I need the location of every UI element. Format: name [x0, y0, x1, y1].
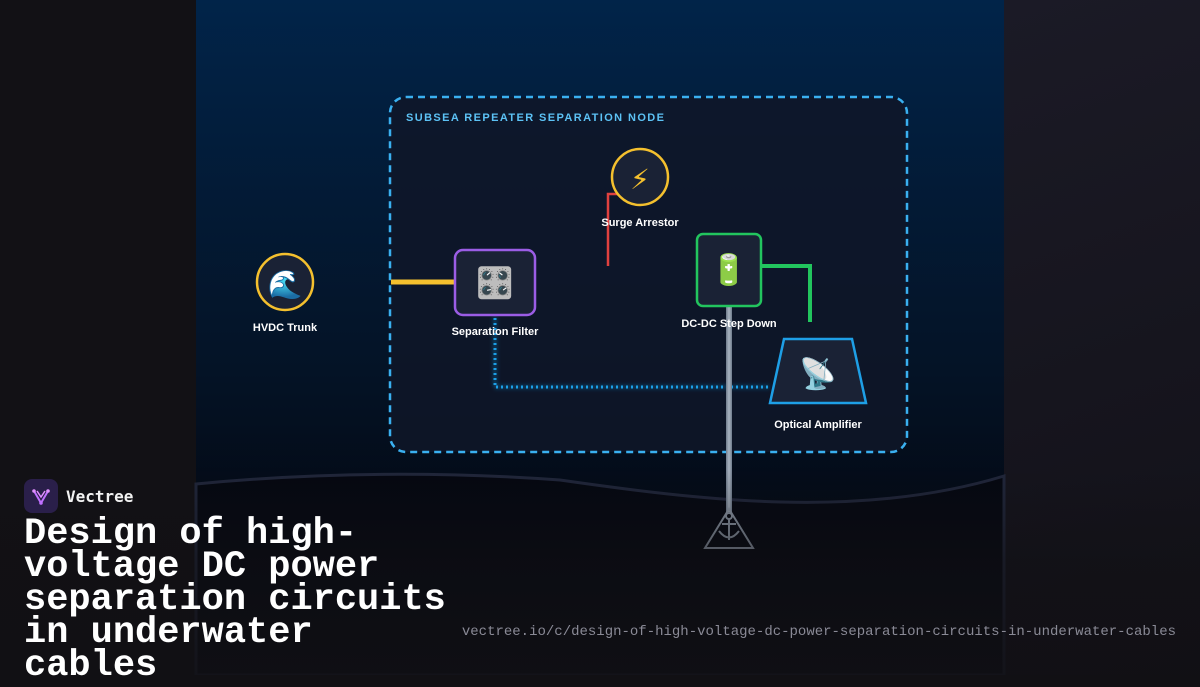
surge-arrestor-node[interactable]: ⚡ Surge Arrestor [601, 147, 679, 229]
node-group-label: SUBSEA REPEATER SEPARATION NODE [406, 112, 665, 124]
page-url[interactable]: vectree.io/c/design-of-high-voltage-dc-p… [461, 624, 1176, 640]
optical-amplifier-label: Optical Amplifier [774, 419, 862, 431]
optical-amplifier-node[interactable]: 📡 Optical Amplifier [768, 337, 868, 431]
dc-dc-step-down-label: DC-DC Step Down [681, 318, 777, 330]
dc-dc-step-down-box [695, 232, 763, 308]
surge-return-line [606, 192, 618, 266]
control-knobs-icon: 🎛️ [476, 265, 513, 301]
page-title: Design of high-voltage DC power separati… [24, 513, 446, 687]
satellite-dish-icon: 📡 [799, 354, 836, 392]
optical-amplifier-shape [768, 337, 868, 405]
vectree-logo-icon [24, 479, 58, 513]
hvdc-trunk-circle [255, 252, 315, 312]
power-to-amplifier-line [762, 264, 812, 322]
wave-icon: 🌊 [268, 268, 303, 301]
lightning-icon: ⚡ [630, 163, 650, 196]
surge-arrestor-circle [610, 147, 670, 207]
surge-arrestor-label: Surge Arrestor [601, 217, 679, 229]
separation-filter-label: Separation Filter [452, 326, 540, 338]
separation-filter-node[interactable]: 🎛️ Separation Filter [452, 248, 540, 338]
anchor-cable [726, 306, 732, 512]
brand[interactable]: Vectree [24, 479, 133, 513]
separation-filter-box [453, 248, 537, 317]
brand-name: Vectree [66, 486, 134, 506]
battery-icon: 🔋 [710, 252, 747, 288]
hvdc-trunk-label: HVDC Trunk [253, 322, 318, 334]
optical-path-line [493, 318, 768, 389]
dc-dc-step-down-node[interactable]: 🔋 DC-DC Step Down [681, 232, 777, 330]
hvdc-trunk-node[interactable]: 🌊 HVDC Trunk [253, 252, 318, 334]
